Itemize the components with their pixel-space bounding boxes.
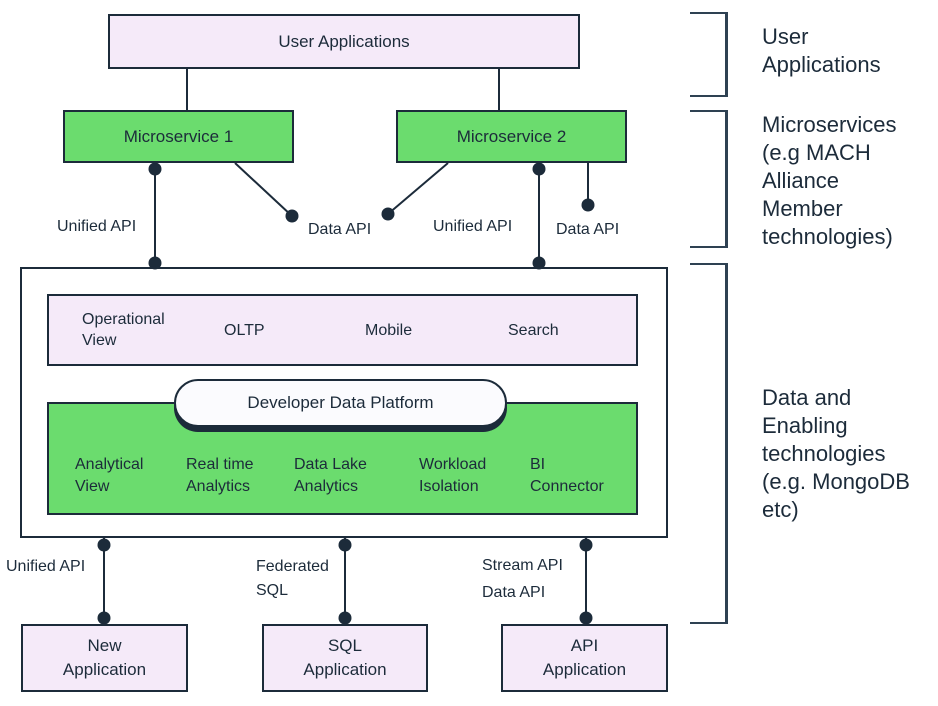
legend-data-enabling: Data and Enabling technologies (e.g. Mon… [762, 385, 910, 522]
bracket-microservices [690, 110, 728, 248]
node-developer-data-platform: Developer Data Platform [174, 379, 507, 427]
dot-api-app-bottom [579, 611, 593, 625]
node-microservice-1-label: Microservice 1 [123, 126, 234, 146]
operational-item-operational-view: Operational View [82, 311, 165, 349]
dot-ms1-data-api [285, 209, 299, 223]
dot-sql-app-top [338, 538, 352, 552]
node-microservice-2: Microservice 2 [396, 110, 627, 163]
operational-item-mobile: Mobile [365, 321, 413, 339]
node-sql-application: SQL Application [262, 624, 428, 692]
dot-new-app-top [97, 538, 111, 552]
node-api-application: API Application [501, 624, 668, 692]
bracket-user-applications [690, 12, 728, 97]
node-user-applications: User Applications [108, 14, 580, 69]
node-sql-application-label: SQL Application [303, 636, 387, 679]
dot-ms1-unified-top [148, 162, 162, 176]
node-microservice-2-label: Microservice 2 [456, 126, 567, 146]
dot-ms2-data-api-short [581, 198, 595, 212]
analytical-item-real-time-analytics: Real time Analytics [186, 456, 254, 495]
edge-label-ms1-unified-api: Unified API [57, 218, 137, 235]
node-microservice-1: Microservice 1 [63, 110, 294, 163]
node-api-application-label: API Application [542, 636, 627, 679]
edge-ms1-data-api [234, 162, 293, 217]
edge-label-ms1-data-api: Data API [308, 221, 372, 238]
operational-row [47, 294, 638, 366]
dot-ms2-data-api-left [381, 207, 395, 221]
dot-sql-app-bottom [338, 611, 352, 625]
legend-user-applications: User Applications [762, 24, 881, 77]
edge-label-sql-app-federated-sql: Federated SQL [256, 558, 329, 599]
edge-label-new-app-unified-api: Unified API [6, 558, 86, 575]
edge-label-api-app-data-api: Data API [482, 584, 546, 601]
analytical-item-bi-connector: BI Connector [530, 456, 604, 495]
dot-new-app-bottom [97, 611, 111, 625]
edge-label-api-app-stream-api: Stream API [482, 557, 563, 574]
node-new-application: New Application [21, 624, 188, 692]
edge-label-ms2-unified-api: Unified API [433, 218, 513, 235]
node-developer-data-platform-label: Developer Data Platform [247, 393, 434, 412]
analytical-item-workload-isolation: Workload Isolation [419, 456, 487, 495]
dot-api-app-top [579, 538, 593, 552]
legend-microservices: Microservices (e.g MACH Alliance Member … [762, 112, 897, 249]
bracket-data-enabling [690, 263, 728, 624]
node-new-application-label: New Application [62, 636, 147, 679]
edge-label-ms2-data-api: Data API [556, 221, 620, 238]
analytical-item-analytical-view: Analytical View [75, 456, 144, 495]
operational-item-oltp: OLTP [224, 321, 265, 339]
node-user-applications-label: User Applications [278, 31, 410, 51]
edge-ms2-data-api-left [387, 162, 449, 215]
analytical-item-data-lake-analytics: Data Lake Analytics [294, 456, 367, 495]
operational-item-search: Search [508, 321, 559, 339]
dot-ms2-unified-top [532, 162, 546, 176]
